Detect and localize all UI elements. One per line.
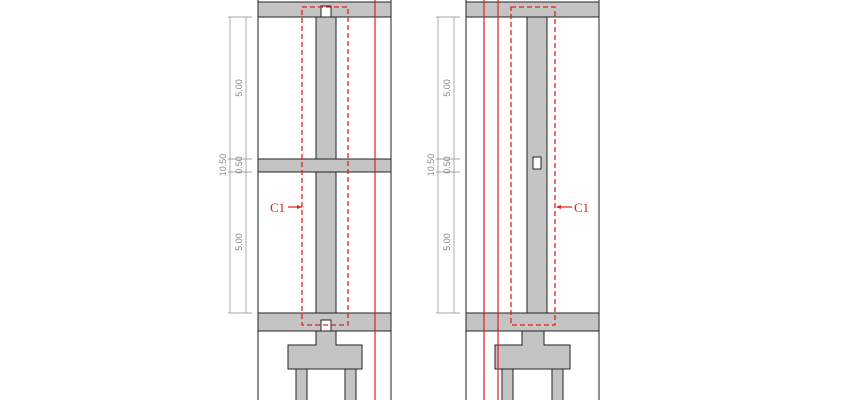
right-pile-1: [501, 368, 514, 400]
right-pile-2: [551, 368, 564, 400]
right-callout-label: C1: [574, 200, 589, 215]
left-pile-1: [295, 368, 308, 400]
right-frame-outline: [465, 0, 600, 400]
left-dim-slab: 0.50: [234, 156, 244, 174]
right-column-notch: [532, 156, 542, 170]
right-dimensions: 10.50 5.00 0.50 5.00: [426, 16, 460, 314]
right-section-view: C1 10.50 5.00 0.50 5.00: [426, 0, 600, 400]
right-bottom-slab: [465, 312, 600, 332]
right-footing: [494, 330, 571, 370]
left-frame-outline: [257, 0, 392, 400]
left-callout-label: C1: [270, 200, 285, 215]
left-pile-2: [344, 368, 357, 400]
left-dim-upper-span: 5.00: [234, 79, 244, 97]
right-dim-slab: 0.50: [442, 156, 452, 174]
left-column-lower: [315, 171, 337, 314]
right-c1-region: [510, 6, 556, 326]
left-dim-total: 10.50: [218, 154, 228, 177]
right-dim-lower-span: 5.00: [442, 233, 452, 251]
left-c1-region: [301, 6, 349, 326]
right-top-slab: [465, 1, 600, 18]
left-column-upper: [315, 16, 337, 160]
left-dim-lower-span: 5.00: [234, 233, 244, 251]
left-middle-beam: [257, 158, 392, 173]
left-dimensions: 10.50 5.00 0.50 5.00: [218, 16, 252, 314]
right-dim-upper-span: 5.00: [442, 79, 452, 97]
left-footing: [287, 330, 363, 370]
right-dim-total: 10.50: [426, 154, 436, 177]
left-section-view: C1 10.50 5.00 0.50 5.00: [218, 0, 392, 400]
